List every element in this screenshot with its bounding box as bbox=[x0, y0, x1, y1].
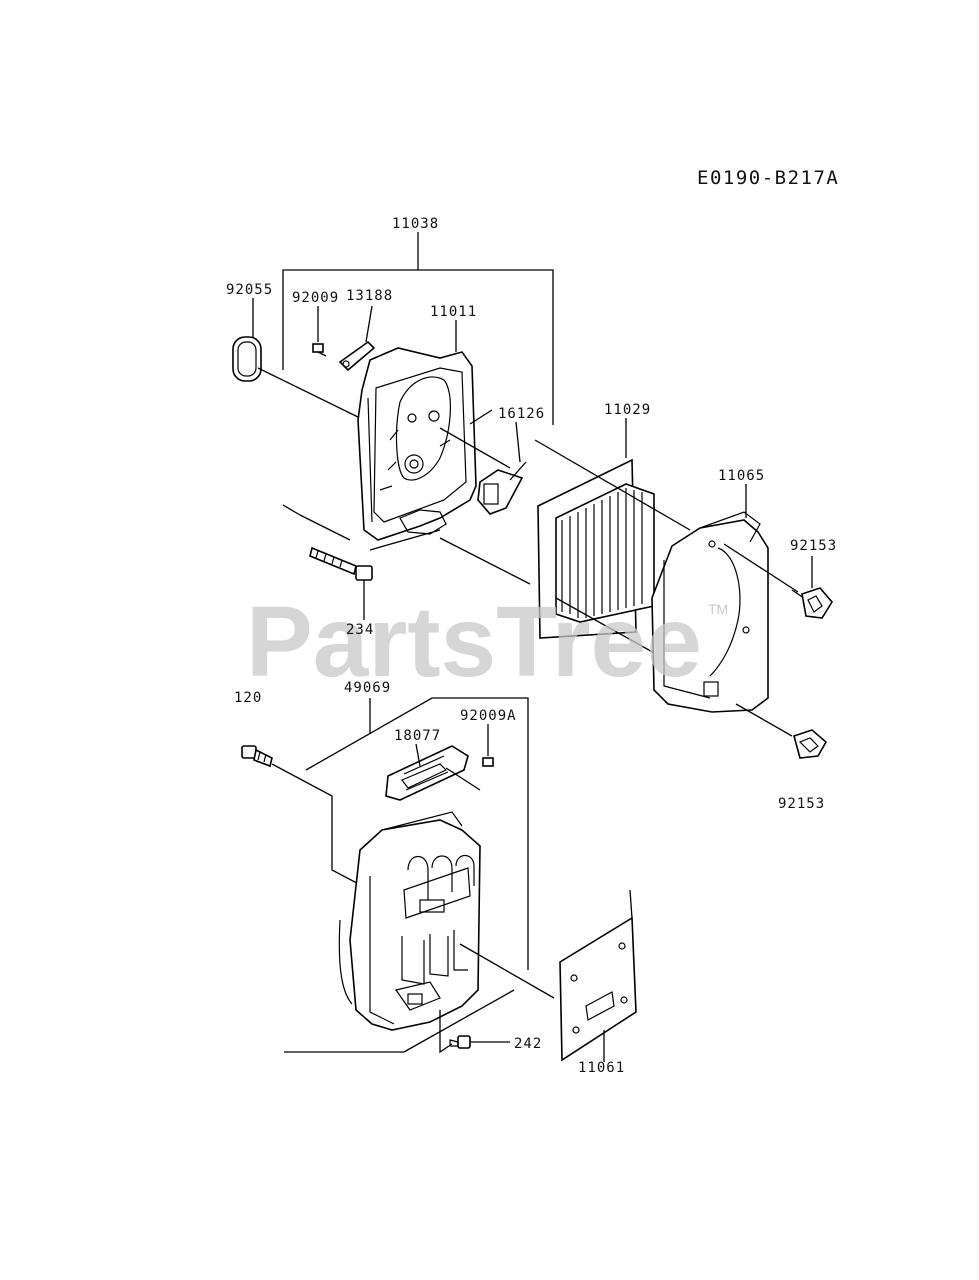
label-92009: 92009 bbox=[292, 290, 339, 306]
label-120: 120 bbox=[234, 690, 262, 706]
label-234: 234 bbox=[346, 622, 374, 638]
knob-92153-lower bbox=[735, 703, 828, 759]
label-11065: 11065 bbox=[718, 468, 765, 484]
plate-18077 bbox=[385, 743, 481, 801]
cover-11065 bbox=[651, 484, 769, 713]
label-13188: 13188 bbox=[346, 288, 393, 304]
label-11029: 11029 bbox=[604, 402, 651, 418]
bracket-49069 bbox=[305, 697, 529, 970]
label-16126: 16126 bbox=[498, 406, 545, 422]
label-92055: 92055 bbox=[226, 282, 273, 298]
watermark-tm: TM bbox=[708, 601, 728, 617]
bracket-16126 bbox=[439, 409, 527, 515]
knob-92153-upper bbox=[723, 543, 833, 619]
bracket-11038 bbox=[282, 232, 554, 516]
watermark: PartsTree bbox=[246, 586, 702, 698]
label-49069: 49069 bbox=[344, 680, 391, 696]
air-cleaner-base-11011 bbox=[299, 320, 477, 551]
label-11061: 11061 bbox=[578, 1060, 625, 1076]
label-92153-upper: 92153 bbox=[790, 538, 837, 554]
filter-11029 bbox=[534, 418, 691, 655]
o-ring-92055 bbox=[232, 298, 361, 419]
label-92153-lower: 92153 bbox=[778, 796, 825, 812]
bracket-13188 bbox=[338, 305, 376, 372]
screw-92009 bbox=[312, 306, 327, 357]
bolt-242 bbox=[439, 1010, 510, 1054]
label-242: 242 bbox=[514, 1036, 542, 1052]
label-18077: 18077 bbox=[394, 728, 441, 744]
muffler-body bbox=[284, 811, 515, 1053]
label-11011: 11011 bbox=[430, 304, 477, 320]
screw-92009A bbox=[482, 724, 494, 767]
label-92009A: 92009A bbox=[460, 708, 517, 724]
gasket-11061 bbox=[459, 889, 637, 1062]
bolt-120 bbox=[241, 745, 371, 891]
diagram-code: E0190-B217A bbox=[697, 167, 839, 189]
bolt-234 bbox=[309, 537, 531, 620]
label-11038: 11038 bbox=[392, 216, 439, 232]
